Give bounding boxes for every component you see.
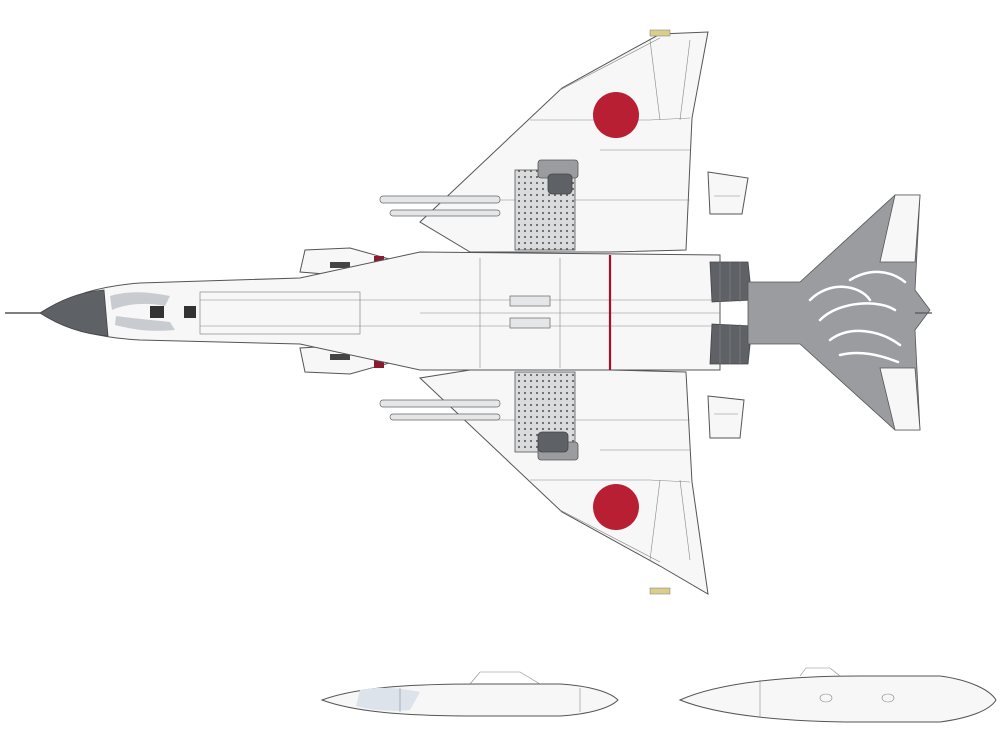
engine-nozzles (709, 261, 753, 365)
drop-tank-right (678, 667, 997, 723)
avionics-panel-left (150, 306, 164, 318)
drop-tank-left (320, 671, 619, 717)
fuselage (5, 251, 721, 371)
hinomaru-roundel-upper (593, 92, 639, 138)
tail-section (747, 194, 932, 431)
detail-panel-upper (707, 171, 749, 215)
lower-stores (379, 371, 579, 461)
hinomaru-roundel-lower (593, 484, 639, 530)
wingtip-light (649, 29, 671, 37)
avionics-panel-right (184, 306, 196, 318)
white-eagle-artwork (808, 270, 907, 364)
nose-radome (39, 289, 109, 337)
upper-stores (379, 159, 579, 251)
detail-panel-lower (707, 395, 745, 439)
wingtip-light-lower (649, 587, 671, 595)
